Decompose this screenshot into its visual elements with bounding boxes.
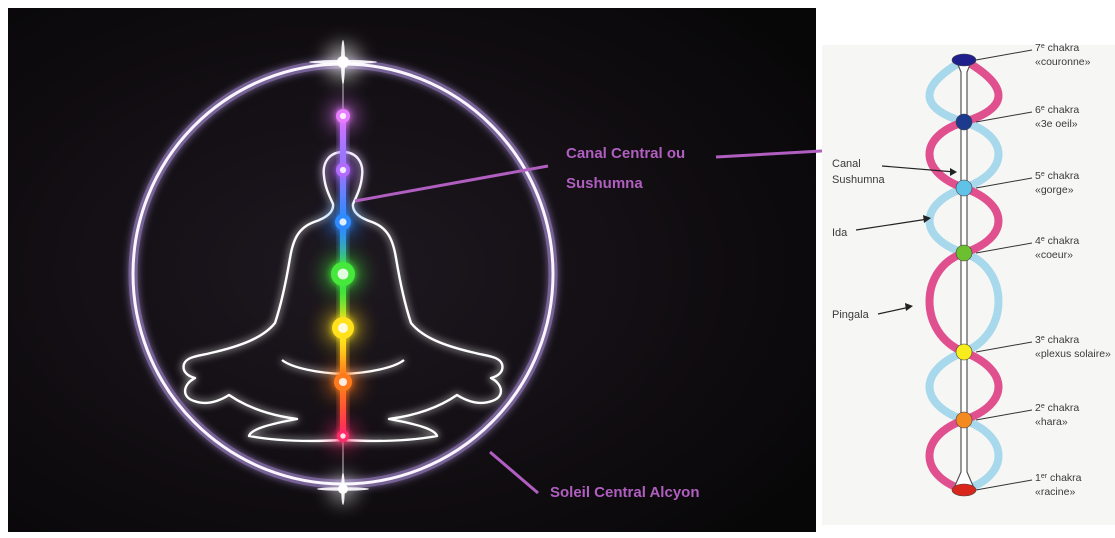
chakra-orb — [325, 364, 361, 400]
chakra-node — [956, 180, 972, 196]
chakra-node — [956, 344, 972, 360]
canal-label-line2: Sushumna — [832, 174, 885, 186]
chakra-name-label: «coeur» — [1035, 249, 1073, 261]
chakra-name-label: «racine» — [1035, 486, 1075, 498]
chakra-name-label: «couronne» — [1035, 56, 1091, 68]
chakra-node — [952, 54, 976, 66]
ida-label: Ida — [832, 227, 848, 239]
chakra-name-label: «hara» — [1035, 416, 1068, 428]
chakra-name-label: «plexus solaire» — [1035, 348, 1111, 360]
chakra-orb — [322, 253, 364, 295]
pingala-label: Pingala — [832, 309, 870, 321]
chakra-orb — [327, 100, 359, 132]
left-meditation-panel: Canal Central ou Sushumna Soleil Central… — [8, 8, 963, 532]
soleil-central-label: Soleil Central Alcyon — [550, 484, 699, 501]
right-chakra-chart: 7e chakra«couronne»6e chakra«3e oeil»5e … — [822, 42, 1115, 525]
chakra-node — [956, 245, 972, 261]
chakra-orb — [327, 154, 359, 186]
chakra-name-label: «3e oeil» — [1035, 118, 1078, 130]
chakra-orb — [323, 308, 363, 348]
chakra-name-label: «gorge» — [1035, 184, 1074, 196]
chakra-node — [956, 412, 972, 428]
chakra-orb — [328, 421, 358, 451]
canal-central-label-line2: Sushumna — [566, 175, 643, 192]
chakra-node — [952, 484, 976, 496]
canal-label-line1: Canal — [832, 158, 861, 170]
canal-central-label-line1: Canal Central ou — [566, 145, 685, 162]
chakra-node — [956, 114, 972, 130]
chakra-orb — [326, 205, 360, 239]
